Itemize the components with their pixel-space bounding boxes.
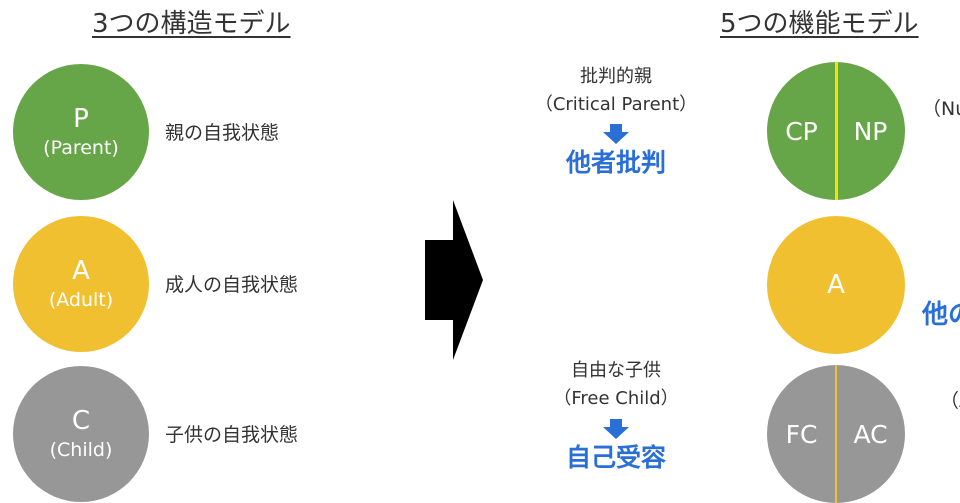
right-arrow-icon: [425, 200, 483, 360]
fc-label: FC: [785, 419, 818, 449]
adult-result-partial: 他の: [922, 300, 960, 330]
adult-function-label: A: [827, 270, 845, 300]
down-arrow-icon: [603, 419, 629, 439]
adult-description: 成人の自我状態: [165, 274, 299, 296]
parent-circle: P (Parent): [13, 64, 149, 200]
critical-parent-result: 他者批判: [565, 148, 666, 177]
critical-parent-english: （Critical Parent）: [534, 94, 698, 115]
structural-model-heading: 3つの構造モデル: [92, 9, 291, 39]
functional-model-heading: 5つの機能モデル: [720, 9, 919, 39]
adult-english: (Adult): [48, 289, 114, 311]
child-circle: C (Child): [13, 366, 149, 502]
child-letter: C: [71, 406, 91, 436]
adult-circle: A (Adult): [13, 216, 149, 352]
parent-description: 親の自我状態: [165, 122, 280, 144]
circle-divider: [834, 62, 838, 200]
adult-function-circle: A: [767, 216, 905, 354]
circle-divider: [835, 365, 837, 503]
adult-letter: A: [72, 256, 90, 286]
free-child-label: 自由な子供: [571, 360, 661, 381]
parent-letter: P: [73, 104, 89, 134]
child-description: 子供の自我状態: [165, 424, 299, 446]
child-function-circle: FC AC: [767, 365, 905, 503]
adapted-child-label-partial: （A: [940, 390, 960, 412]
critical-parent-label: 批判的親: [580, 66, 652, 87]
down-arrow-icon: [603, 124, 629, 144]
nurturing-parent-label-partial: （Nu: [922, 98, 960, 120]
ac-label: AC: [853, 419, 888, 449]
free-child-result: 自己受容: [565, 443, 666, 472]
free-child-english: （Free Child）: [553, 388, 679, 409]
parent-english: (Parent): [43, 137, 119, 159]
parent-function-circle: CP NP: [767, 62, 905, 200]
np-label: NP: [853, 116, 888, 146]
child-english: (Child): [49, 439, 113, 461]
cp-label: CP: [785, 116, 818, 146]
